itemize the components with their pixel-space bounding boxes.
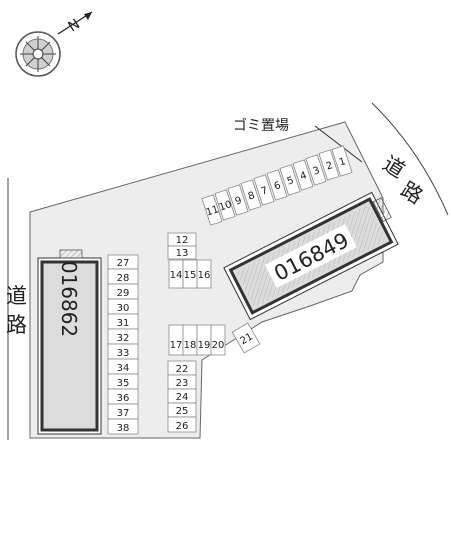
top-row-spots: 1 2 3 4 5 6 7 8 (201, 145, 353, 226)
spot-number: 26 (176, 421, 189, 432)
parking-spot: 21 (231, 322, 261, 354)
spot-number: 17 (170, 340, 183, 351)
spot-number: 27 (117, 258, 130, 269)
stairs-icon (372, 197, 392, 223)
parking-spot: 20 (210, 324, 226, 356)
spot-number: 6 (273, 180, 282, 192)
parking-spot: 2 (318, 149, 340, 181)
parking-spot: 1 (331, 145, 353, 177)
parking-spot: 22 (167, 360, 197, 376)
parking-spot: 17 (168, 324, 184, 356)
spot-number: 35 (117, 378, 130, 389)
spot-number: 24 (176, 392, 189, 403)
spot-number: 32 (117, 333, 130, 344)
spot-number: 19 (198, 340, 211, 351)
parking-spot: 35 (107, 373, 139, 390)
parking-spot: 19 (196, 324, 212, 356)
spot-number: 3 (312, 165, 321, 177)
building-left: 016862 (37, 249, 102, 435)
spot-number: 9 (234, 195, 243, 207)
parking-spot: 29 (107, 283, 139, 300)
parking-spot: 34 (107, 358, 139, 375)
garbage-leader-line (314, 125, 363, 163)
parking-spot: 31 (107, 313, 139, 330)
parking-spot: 32 (107, 328, 139, 345)
stairs-icon (59, 249, 83, 259)
spot-number: 31 (117, 318, 130, 329)
parking-spot: 8 (240, 179, 262, 211)
road-left-char-1: 道 (6, 284, 27, 308)
spot-number: 13 (176, 248, 189, 259)
spot-number: 22 (176, 364, 189, 375)
spot-number: 33 (117, 348, 130, 359)
parking-spot: 12 (167, 232, 197, 247)
spot-number: 11 (205, 204, 221, 218)
parking-spot: 26 (167, 416, 197, 433)
spot-number: 23 (176, 378, 189, 389)
spot-number: 20 (212, 340, 225, 351)
left-col-spots: 27 28 29 30 31 32 33 34 35 36 37 38 (107, 254, 139, 435)
spot-number: 18 (184, 340, 197, 351)
parking-spot: 9 (227, 184, 249, 216)
parking-spot: 23 (167, 374, 197, 390)
spot-number: 2 (325, 160, 334, 172)
spot-number: 14 (170, 270, 183, 281)
spot-number: 12 (176, 235, 189, 246)
garbage-area-label: ゴミ置場 (233, 117, 289, 134)
parking-spot: 38 (107, 418, 139, 435)
road-right-edge (371, 102, 449, 216)
parking-spot: 11 (201, 194, 223, 226)
spot-number: 15 (184, 270, 197, 281)
compass-icon (15, 11, 93, 77)
spot-number: 30 (117, 303, 130, 314)
parking-spot: 30 (107, 298, 139, 315)
spot-number: 34 (117, 363, 130, 374)
spot-number: 36 (117, 393, 130, 404)
spot-number: 38 (117, 423, 130, 434)
parking-spot: 37 (107, 403, 139, 420)
parking-spot: 7 (253, 174, 275, 206)
parking-spot: 13 (167, 245, 197, 260)
parking-spot: 24 (167, 388, 197, 404)
parking-spot: 14 (168, 259, 184, 289)
parking-spot: 36 (107, 388, 139, 405)
parking-spot: 3 (305, 154, 327, 186)
parking-spot: 10 (214, 189, 236, 221)
parking-spot: 18 (182, 324, 198, 356)
building-left-id: 016862 (57, 261, 81, 337)
parking-spot: 16 (196, 259, 212, 289)
building-right: 016849 (223, 191, 399, 321)
spot-number: 4 (299, 170, 308, 182)
spot-number: 37 (117, 408, 130, 419)
parking-spot: 5 (279, 164, 301, 196)
spot-number: 16 (198, 270, 211, 281)
parking-spot: 25 (167, 402, 197, 418)
spot-number: 5 (286, 175, 295, 187)
spot-number: 10 (218, 199, 234, 213)
road-right-char-2: 路 (397, 177, 428, 208)
building-left-id-text: 016862 (57, 261, 81, 337)
spot-number: 25 (176, 406, 189, 417)
spot-number: 1 (338, 156, 347, 168)
spot-number: 29 (117, 288, 130, 299)
parking-spot: 4 (292, 159, 314, 191)
spot-number: 8 (247, 190, 256, 202)
parking-spot: 28 (107, 268, 139, 285)
parking-spot: 6 (266, 169, 288, 201)
parking-spot: 33 (107, 343, 139, 360)
road-left-char-2: 路 (6, 313, 27, 337)
spot-number: 28 (117, 273, 130, 284)
road-right-char-1: 道 (379, 151, 410, 182)
parking-spot: 15 (182, 259, 198, 289)
spot-number: 7 (260, 185, 269, 197)
parking-spot: 27 (107, 254, 139, 270)
